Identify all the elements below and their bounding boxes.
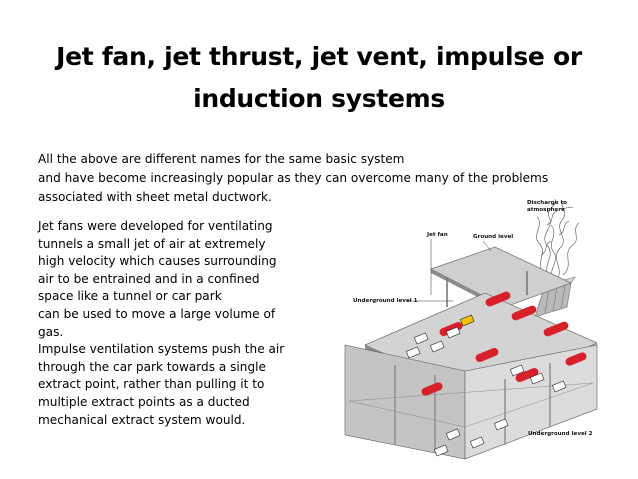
car-icon <box>445 326 461 339</box>
jet-fan-icon <box>543 321 569 337</box>
car-park-ventilation-diagram: Discharge to atmosphere Jet fan Ground l… <box>344 198 598 460</box>
jet-fan-icon <box>475 348 499 362</box>
body-line-7: gas. <box>38 324 64 339</box>
label-underground-level-1: Underground level 1 <box>353 298 418 304</box>
car-icon <box>413 332 429 345</box>
jet-fan-icon <box>511 305 537 321</box>
leader-line <box>482 240 492 252</box>
level-2-wall-right <box>464 344 598 460</box>
car-icon <box>493 418 509 431</box>
car-icon-highlighted <box>459 314 475 327</box>
intro-line-1: All the above are different names for th… <box>38 152 405 166</box>
jet-fan-icon <box>515 368 539 382</box>
body-line-12: mechanical extract system would. <box>38 412 246 427</box>
body-line-5: space like a tunnel or car park <box>38 289 222 304</box>
leader-line <box>558 206 574 210</box>
jet-fan-icon <box>421 382 443 396</box>
car-icon <box>469 436 485 449</box>
jet-fan-icon <box>565 352 587 366</box>
intro-paragraph: All the above are different names for th… <box>38 150 618 207</box>
car-icon <box>433 444 449 457</box>
body-line-4: air to be entrained and in a confined <box>38 271 260 286</box>
label-discharge-line-2: atmosphere <box>527 207 565 213</box>
label-ground-level: Ground level <box>473 234 513 240</box>
jet-fan-icon <box>439 322 463 336</box>
label-jet-fan: Jet fan <box>426 232 448 238</box>
body-line-8: Impulse ventilation systems push the air <box>38 342 285 357</box>
car-icon <box>551 380 567 393</box>
jet-fans <box>421 291 587 396</box>
label-discharge-line-1: Discharge to <box>527 200 567 206</box>
jet-fan-icon <box>485 291 511 307</box>
body-line-11: multiple extract points as a ducted <box>38 394 250 409</box>
level-2-floor-line <box>348 382 594 428</box>
title-line-2: induction systems <box>193 84 445 113</box>
car-icon <box>429 340 445 353</box>
smoke-plume <box>536 198 580 282</box>
body-line-2: tunnels a small jet of air at extremely <box>38 236 266 251</box>
body-line-9: through the car park towards a single <box>38 359 266 374</box>
car-icon <box>405 346 421 359</box>
title-line-1: Jet fan, jet thrust, jet vent, impulse o… <box>56 42 582 71</box>
diagram-labels: Discharge to atmosphere Jet fan Ground l… <box>353 200 593 437</box>
car-icon <box>509 364 525 377</box>
slide-title: Jet fan, jet thrust, jet vent, impulse o… <box>20 36 618 120</box>
label-underground-level-2: Underground level 2 <box>528 431 593 437</box>
parked-cars <box>405 314 567 457</box>
body-line-1: Jet fans were developed for ventilating <box>38 219 273 233</box>
body-line-10: extract point, rather than pulling it to <box>38 377 265 392</box>
body-line-3: high velocity which causes surrounding <box>38 254 277 269</box>
body-paragraph: Jet fans were developed for ventilating … <box>38 218 318 429</box>
intro-line-3: associated with sheet metal ductwork. <box>38 190 272 204</box>
intro-line-2: and have become increasingly popular as … <box>38 171 549 185</box>
car-icon <box>529 372 545 385</box>
body-line-6: can be used to move a large volume of <box>38 306 276 321</box>
car-icon <box>445 428 461 441</box>
